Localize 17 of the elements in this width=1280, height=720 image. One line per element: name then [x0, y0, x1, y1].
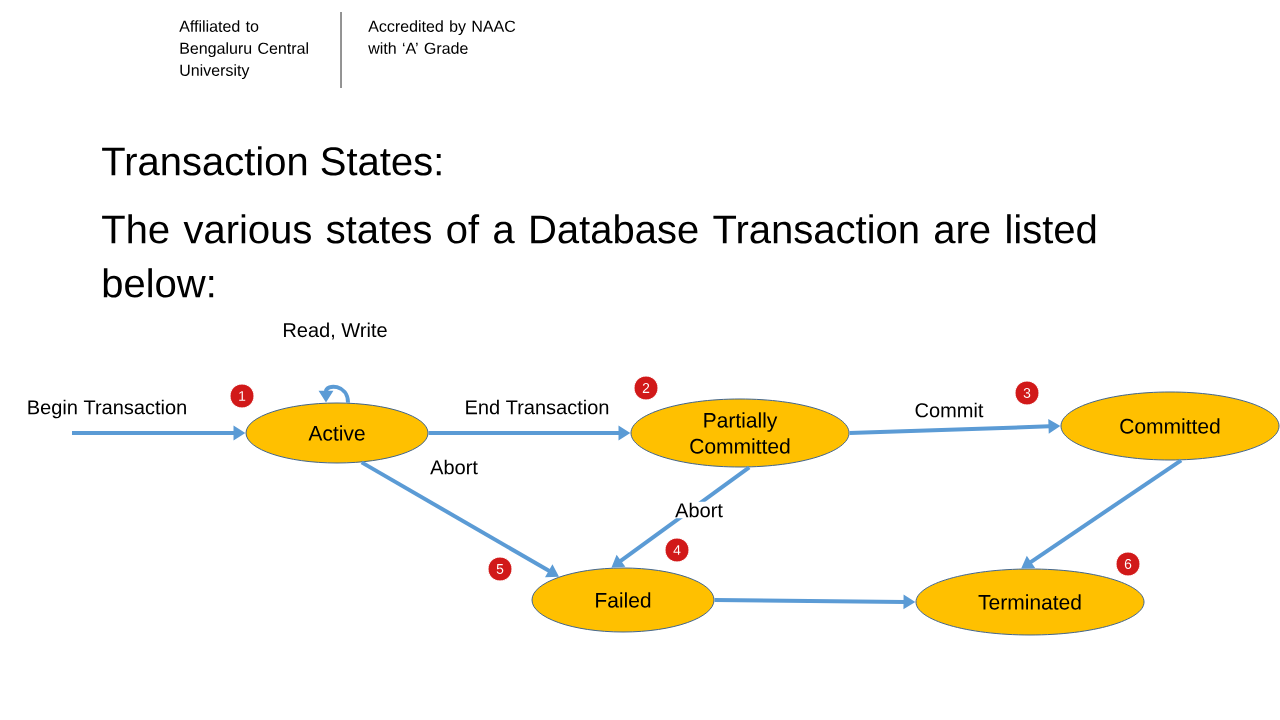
number-badge: 6 — [1115, 551, 1141, 577]
edge-label: Begin Transaction — [25, 398, 189, 420]
number-badge: 5 — [487, 556, 513, 582]
edge-label: Commit — [913, 401, 985, 419]
number-badge: 4 — [664, 537, 690, 563]
number-badge: 1 — [229, 383, 255, 409]
subtitle: The various states of a Database Transaction are listed below: — [102, 214, 1096, 298]
header-text: Affiliated to Bengaluru Central University — [179, 20, 308, 80]
arrow — [360, 460, 559, 578]
number-badge: 3 — [1014, 380, 1040, 406]
number-badge: 2 — [633, 375, 659, 401]
header-text: Accredited by NAAC with ‘A’ Grade — [368, 20, 516, 54]
edge-label: End Transaction — [463, 398, 611, 416]
title: Transaction States: — [102, 146, 441, 176]
edge-label: Abort — [429, 458, 479, 476]
edge-label: Read, Write — [281, 321, 389, 341]
edge-label: Abort — [674, 501, 724, 519]
